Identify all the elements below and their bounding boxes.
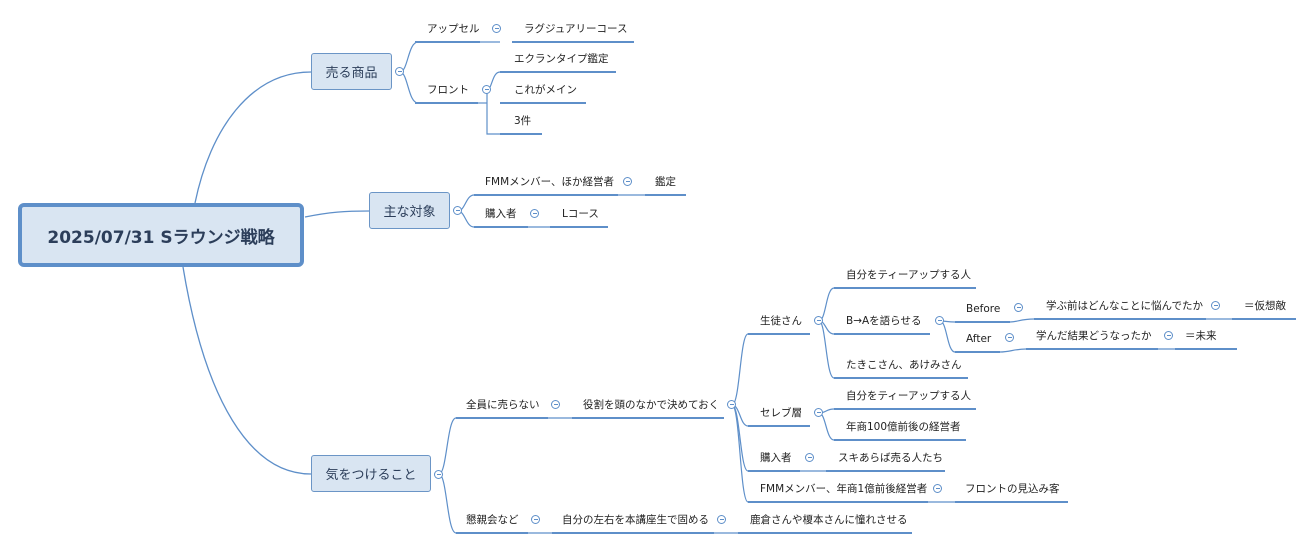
node-koregamain[interactable]: これがメイン xyxy=(514,84,577,96)
node-jibun2[interactable]: 自分をティーアップする人 xyxy=(846,390,971,402)
connector-line xyxy=(399,71,419,104)
collapse-toggle-icon[interactable] xyxy=(492,24,501,33)
node-seito[interactable]: 生徒さん xyxy=(760,315,802,327)
node-jibun1[interactable]: 自分をティーアップする人 xyxy=(846,269,971,281)
connector-line xyxy=(731,333,749,406)
node-zenin[interactable]: 全員に売らない xyxy=(466,399,540,411)
node-takiko[interactable]: たきこさん、あけみさん xyxy=(846,359,962,371)
node-kaso[interactable]: ＝仮想敵 xyxy=(1244,300,1286,312)
collapse-toggle-icon[interactable] xyxy=(727,400,736,409)
collapse-toggle-icon[interactable] xyxy=(623,177,632,186)
node-ekuran[interactable]: エクランタイプ鑑定 xyxy=(514,53,609,65)
collapse-toggle-icon[interactable] xyxy=(395,67,404,76)
node-sayu[interactable]: 自分の左右を本講座生で固める xyxy=(562,514,709,526)
node-luxury[interactable]: ラグジュアリーコース xyxy=(524,23,628,35)
connector-line xyxy=(731,404,749,503)
node-fmm2[interactable]: FMMメンバー、年商1億前後経営者 xyxy=(760,483,928,495)
connector-line xyxy=(194,71,312,204)
collapse-toggle-icon[interactable] xyxy=(530,209,539,218)
node-manabumae[interactable]: 学ぶ前はどんなことに悩んでたか xyxy=(1046,300,1203,312)
topic-omonataisho[interactable]: 主な対象 xyxy=(369,192,450,229)
collapse-toggle-icon[interactable] xyxy=(1164,331,1173,340)
node-suki[interactable]: スキあらば売る人たち xyxy=(838,452,943,464)
connector-line xyxy=(818,412,835,441)
connector-line xyxy=(818,320,835,379)
node-front[interactable]: フロント xyxy=(427,84,469,96)
collapse-toggle-icon[interactable] xyxy=(1005,333,1014,342)
node-lcourse[interactable]: Lコース xyxy=(562,208,599,220)
connector-line xyxy=(486,90,500,135)
node-upsell[interactable]: アップセル xyxy=(427,23,480,35)
node-ba[interactable]: B→Aを語らせる xyxy=(846,315,922,327)
node-celeb[interactable]: セレブ層 xyxy=(760,407,802,419)
collapse-toggle-icon[interactable] xyxy=(1014,303,1023,312)
collapse-toggle-icon[interactable] xyxy=(1211,301,1220,310)
node-konshinkai[interactable]: 懇親会など xyxy=(466,514,519,526)
collapse-toggle-icon[interactable] xyxy=(814,408,823,417)
connector-line xyxy=(182,266,312,475)
connector-line xyxy=(304,210,370,218)
connector-line xyxy=(999,348,1027,353)
node-before[interactable]: Before xyxy=(966,303,1001,315)
connector-line xyxy=(1009,318,1035,323)
node-mirai[interactable]: ＝未来 xyxy=(1185,330,1217,342)
node-sanken[interactable]: 3件 xyxy=(514,115,532,127)
collapse-toggle-icon[interactable] xyxy=(717,515,726,524)
node-mananda[interactable]: 学んだ結果どうなったか xyxy=(1036,330,1152,342)
connector-line xyxy=(438,473,457,534)
node-frontmikomi[interactable]: フロントの見込み客 xyxy=(965,483,1060,495)
collapse-toggle-icon[interactable] xyxy=(482,85,491,94)
topic-kiwotsukeru[interactable]: 気をつけること xyxy=(311,455,431,492)
connector-line xyxy=(438,417,457,475)
root-topic[interactable]: 2025/07/31 Sラウンジ戦略 xyxy=(18,203,304,267)
collapse-toggle-icon[interactable] xyxy=(551,400,560,409)
node-kantei[interactable]: 鑑定 xyxy=(655,176,676,188)
topic-urushohin[interactable]: 売る商品 xyxy=(311,53,392,90)
connector-line xyxy=(939,320,956,353)
node-after[interactable]: After xyxy=(966,333,992,345)
collapse-toggle-icon[interactable] xyxy=(933,484,942,493)
node-yakuwari[interactable]: 役割を頭のなかで決めておく xyxy=(583,399,720,411)
collapse-toggle-icon[interactable] xyxy=(531,515,540,524)
node-nensho100[interactable]: 年商100億前後の経営者 xyxy=(846,421,961,433)
collapse-toggle-icon[interactable] xyxy=(453,206,462,215)
collapse-toggle-icon[interactable] xyxy=(814,316,823,325)
collapse-toggle-icon[interactable] xyxy=(935,316,944,325)
node-konyusha1[interactable]: 購入者 xyxy=(485,208,517,220)
node-fmm1[interactable]: FMMメンバー、ほか経営者 xyxy=(485,176,615,188)
node-kanokura[interactable]: 鹿倉さんや榎本さんに憧れさせる xyxy=(750,514,908,526)
collapse-toggle-icon[interactable] xyxy=(434,470,443,479)
node-konyusha2[interactable]: 購入者 xyxy=(760,452,792,464)
collapse-toggle-icon[interactable] xyxy=(805,453,814,462)
